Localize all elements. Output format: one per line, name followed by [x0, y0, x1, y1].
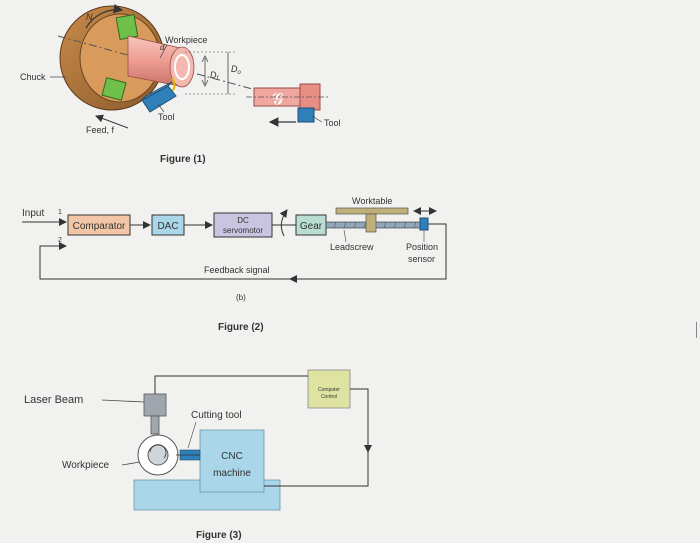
- leader-workpiece: [159, 44, 168, 59]
- figure-1-caption: Figure (1): [160, 154, 206, 165]
- figure-1-lathe: N d Df Do Workpiece Chuck Tool Feed, f 𝓖: [20, 3, 341, 165]
- motor-rotation-arrow: [279, 209, 288, 237]
- page-edge-mark: [696, 322, 700, 338]
- feedback-loop-line: [39, 223, 447, 280]
- rotating-arrow: [149, 444, 167, 459]
- worktable-label: Worktable: [352, 196, 392, 206]
- label-feed: Feed, f: [86, 125, 115, 135]
- label-leadscrew: Leadscrew: [330, 242, 374, 252]
- dac-label: DAC: [157, 221, 178, 232]
- label-workpiece-3: Workpiece: [62, 460, 109, 471]
- rotation-label-n: N: [86, 12, 93, 22]
- laser-head: [143, 393, 167, 417]
- chuck-jaw-bottom: [101, 77, 127, 101]
- leader-cutting-tool: [187, 421, 197, 449]
- figure-2-caption: Figure (2): [218, 322, 264, 333]
- label-tool-left: Tool: [158, 112, 175, 122]
- dc-label-line1: DC: [237, 216, 249, 225]
- label-input: Input: [22, 208, 44, 219]
- dc-label-line2: servomotor: [223, 226, 263, 235]
- comparator-label: Comparator: [73, 221, 126, 232]
- label-chuck: Chuck: [20, 72, 46, 82]
- workpiece-end-face: [169, 46, 195, 88]
- label-input-1: 1: [58, 209, 62, 216]
- side-tool: [297, 107, 315, 123]
- computer-label-line2: Control: [321, 394, 337, 400]
- gear-label: Gear: [300, 221, 323, 232]
- label-input-2: 2: [58, 237, 62, 244]
- label-position-line1: Position: [406, 242, 438, 252]
- dim-df-arrow-down: [201, 79, 209, 87]
- rotation-arrow: [85, 3, 124, 29]
- worktable: [335, 207, 409, 215]
- label-tool-right: Tool: [324, 118, 341, 128]
- label-cutting-tool: Cutting tool: [191, 410, 242, 421]
- position-sensor: [419, 217, 429, 231]
- dim-df-arrow-up: [201, 55, 209, 63]
- leader-tool-left: [157, 103, 165, 113]
- label-laser-beam: Laser Beam: [24, 394, 83, 406]
- figure-3-laser-cnc: CNC machine Cutting tool Laser Beam Work…: [24, 369, 372, 541]
- label-feedback: Feedback signal: [204, 265, 270, 275]
- depth-label-d: d: [160, 43, 165, 52]
- figure-2-subcaption: (b): [236, 293, 246, 302]
- computer-control-box: [307, 369, 351, 409]
- control-wire-right: [264, 388, 369, 487]
- side-symbol: 𝓖: [272, 91, 284, 108]
- control-wire-top: [154, 375, 308, 394]
- figure-3-caption: Figure (3): [196, 530, 242, 541]
- leader-laser-beam: [101, 399, 145, 403]
- cnc-label-line1: CNC: [221, 451, 243, 462]
- feed-arrow: [95, 114, 129, 129]
- workpiece-cut-ring: [174, 54, 190, 80]
- lathe-tool-top: [141, 81, 173, 101]
- figure-2-servo-loop: Input 1 2 Comparator DAC DC servomotor G…: [22, 196, 447, 333]
- cnc-label-line2: machine: [213, 468, 251, 479]
- leader-workpiece-3: [121, 461, 141, 466]
- computer-label-line1: Computer: [318, 387, 340, 393]
- leader-tool-right: [311, 115, 323, 123]
- dim-label-do: Do: [231, 64, 242, 76]
- label-workpiece: Workpiece: [165, 35, 207, 45]
- label-position-line2: sensor: [408, 254, 435, 264]
- dim-label-df: Df: [210, 70, 220, 82]
- cnc-machine-box: [199, 429, 265, 493]
- worktable-nut: [365, 213, 377, 233]
- chuck-jaw-top: [115, 14, 139, 40]
- leader-leadscrew: [343, 229, 347, 243]
- laser-nozzle: [150, 415, 160, 435]
